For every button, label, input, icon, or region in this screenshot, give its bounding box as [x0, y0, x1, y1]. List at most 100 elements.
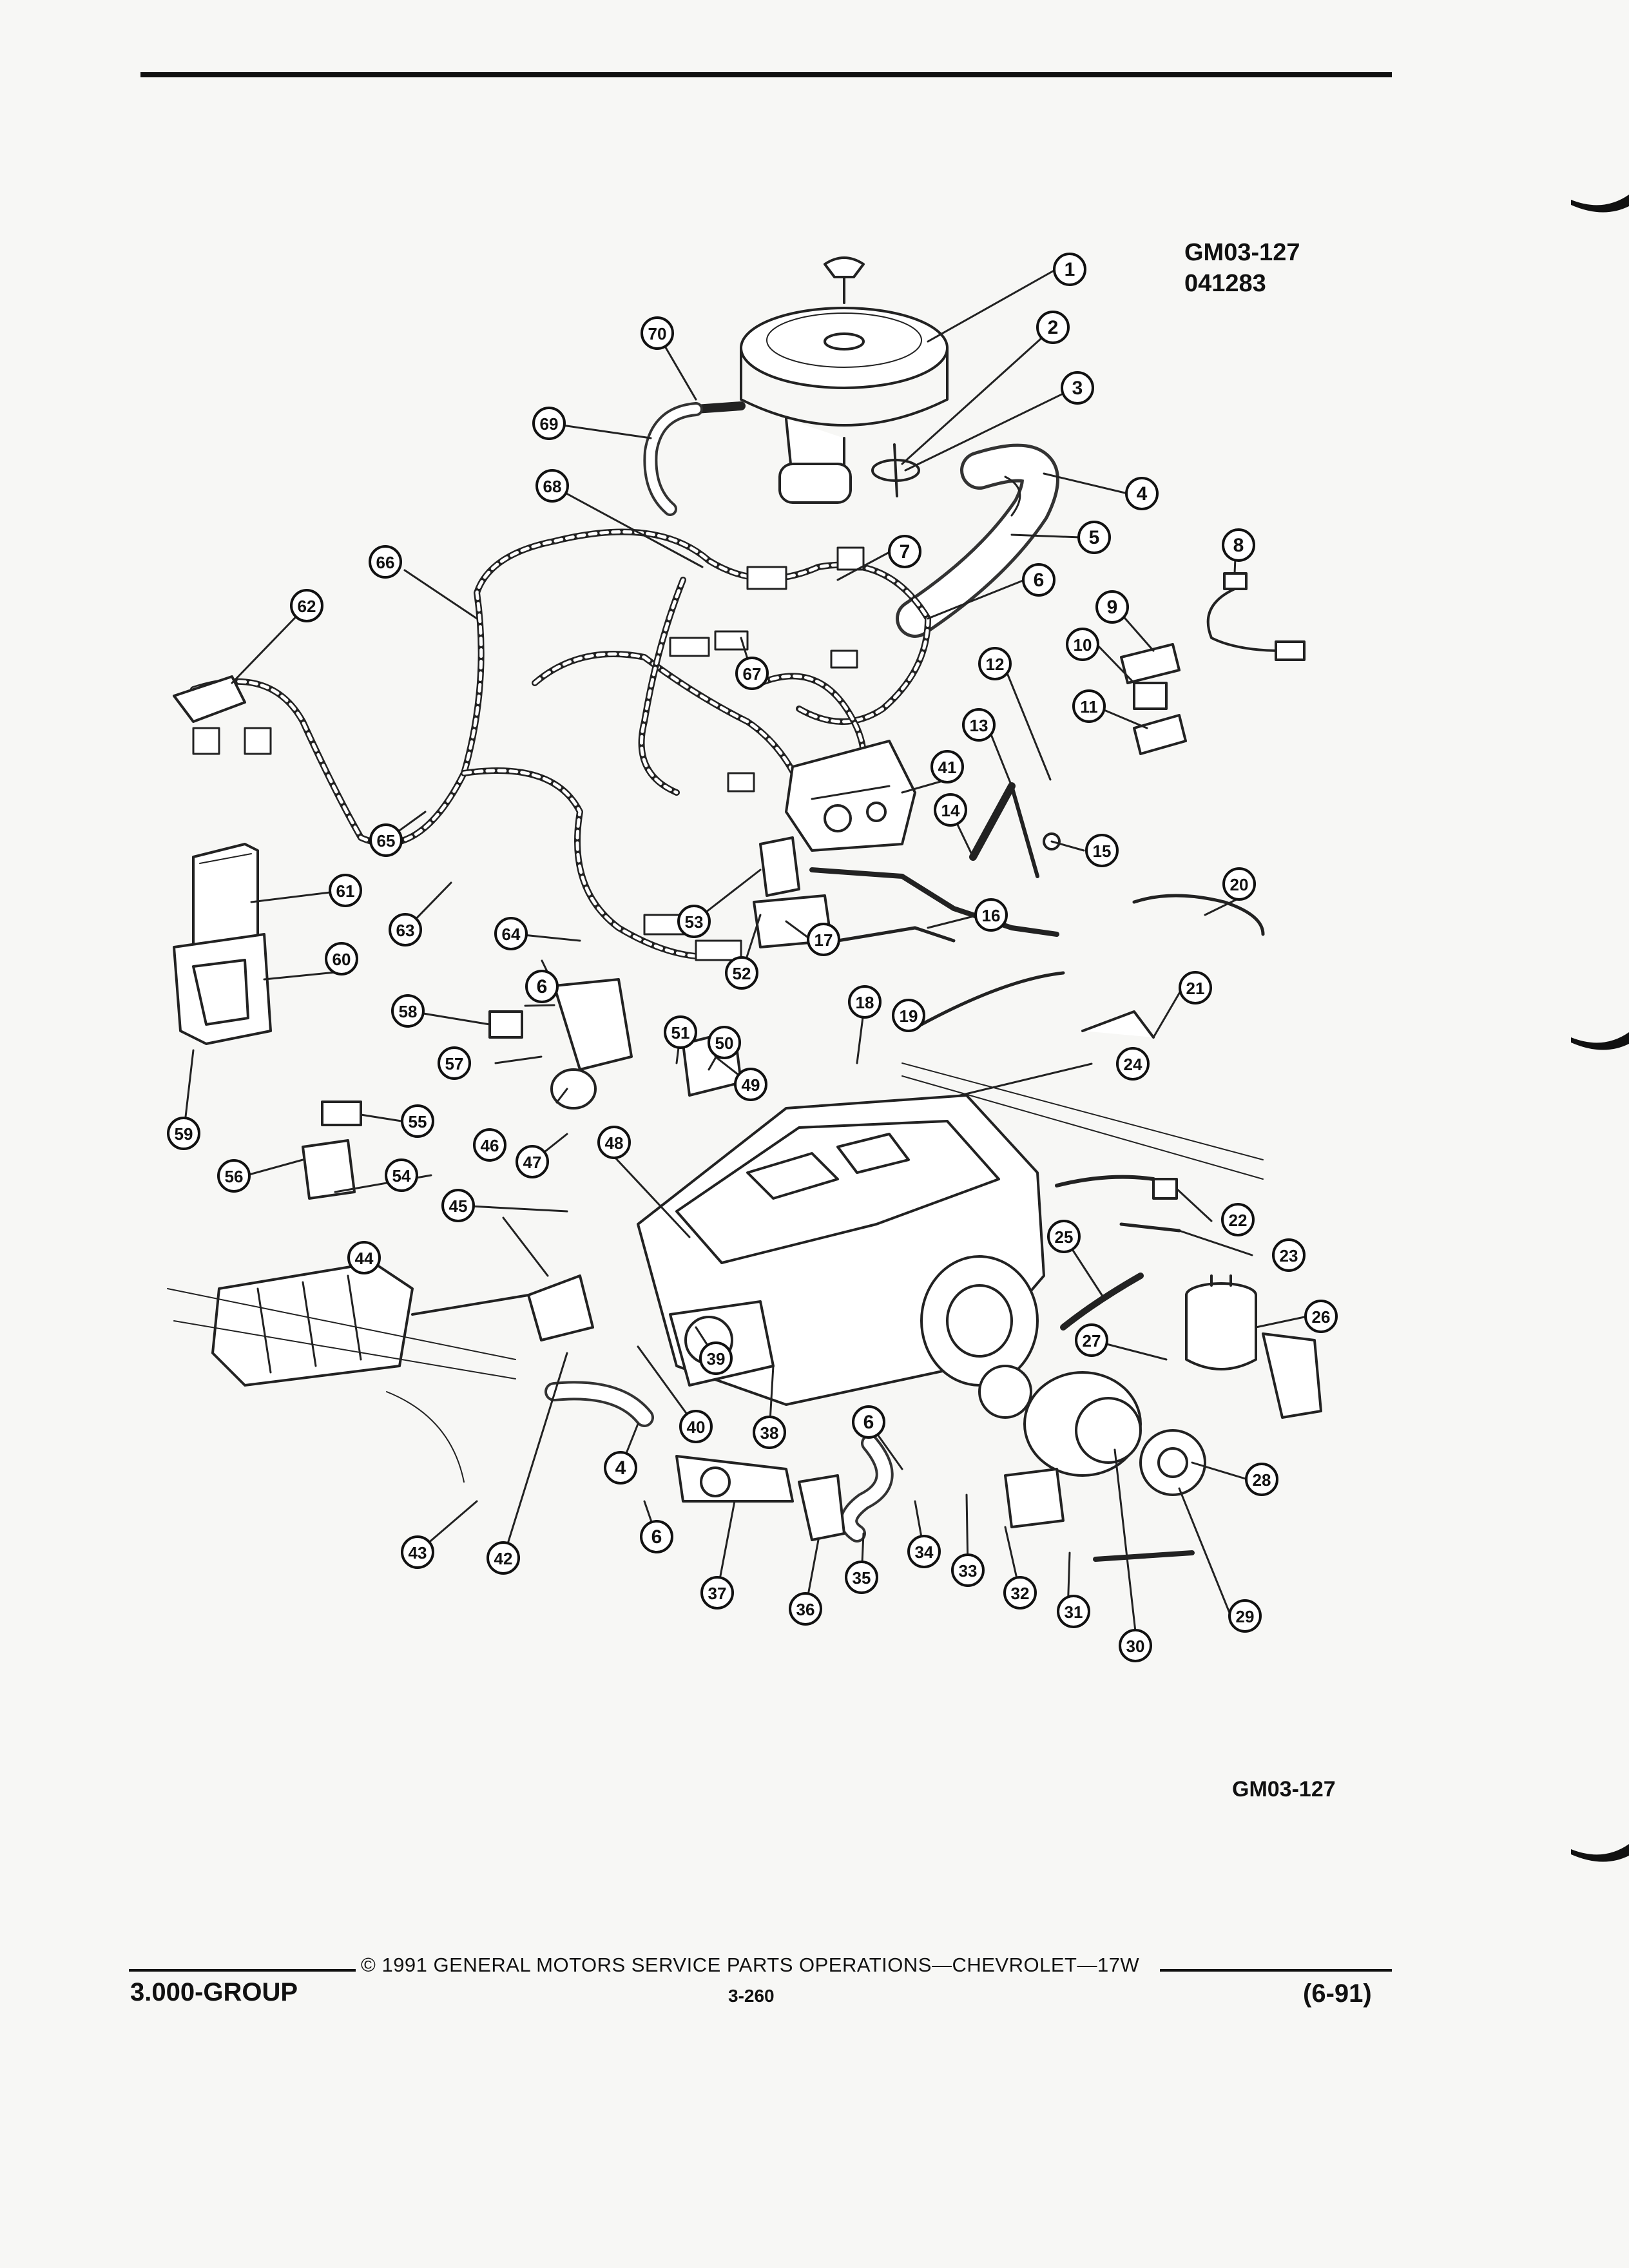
callout-6: 6 [852, 1405, 885, 1439]
callout-circle [789, 1592, 822, 1626]
callout-label: 37 [708, 1584, 727, 1603]
callout-59: 59 [167, 1117, 200, 1150]
callout-54: 54 [385, 1158, 418, 1192]
callout-65: 65 [369, 823, 403, 857]
callout-label: 35 [853, 1568, 871, 1588]
callout-circle [852, 1405, 885, 1439]
figure-code: GM03-127 [1184, 239, 1300, 266]
callout-70: 70 [641, 316, 674, 350]
callout-label: 43 [409, 1543, 427, 1562]
callout-48: 48 [597, 1126, 631, 1159]
callout-19: 19 [892, 999, 925, 1032]
callout-32: 32 [1003, 1576, 1037, 1610]
callout-circle [487, 1541, 520, 1575]
callout-label: 19 [900, 1006, 918, 1026]
callout-42: 42 [487, 1541, 520, 1575]
binder-mark-bottom [1571, 1843, 1629, 1869]
callout-label: 40 [687, 1418, 706, 1437]
callout-47: 47 [516, 1145, 549, 1178]
callout-label: 67 [743, 664, 762, 684]
callout-1: 1 [1053, 253, 1086, 286]
callout-circle [1003, 1576, 1037, 1610]
callout-label: 39 [707, 1349, 726, 1369]
callout-label: 9 [1107, 597, 1118, 618]
callout-label: 59 [175, 1124, 193, 1144]
callout-label: 15 [1093, 841, 1112, 861]
callout-circle [1053, 253, 1086, 286]
callout-38: 38 [753, 1416, 786, 1449]
callout-label: 8 [1233, 535, 1244, 556]
callout-circle [848, 985, 882, 1019]
callout-label: 27 [1083, 1331, 1101, 1350]
callout-3: 3 [1061, 371, 1094, 405]
callout-label: 63 [396, 921, 415, 940]
callout-circle [1077, 521, 1111, 554]
footer-date: (6-91) [1303, 1979, 1372, 2008]
callout-circle [1036, 311, 1070, 344]
callout-label: 23 [1280, 1246, 1298, 1265]
callout-56: 56 [217, 1159, 251, 1193]
callout-label: 7 [900, 541, 911, 562]
callout-circle [1075, 1323, 1108, 1357]
callout-circle [385, 1158, 418, 1192]
callout-circle [807, 923, 840, 956]
callout-circle [290, 589, 323, 622]
callout-circle [664, 1015, 697, 1049]
charcoal-canister [1185, 1274, 1322, 1419]
callout-40: 40 [679, 1410, 713, 1443]
callout-label: 64 [502, 925, 521, 944]
callout-label: 41 [938, 758, 957, 777]
callout-circle [892, 999, 925, 1032]
callout-label: 42 [494, 1549, 513, 1568]
callout-circle [535, 469, 569, 503]
callout-label: 26 [1312, 1307, 1331, 1327]
callout-label: 31 [1065, 1602, 1083, 1622]
alternator [1004, 1371, 1206, 1562]
callout-14: 14 [934, 793, 967, 827]
pcv-hose [643, 401, 746, 516]
callout-label: 56 [225, 1167, 244, 1186]
callout-26: 26 [1304, 1300, 1338, 1333]
callout-label: 2 [1048, 317, 1059, 338]
callout-circle [753, 1416, 786, 1449]
callout-circle [329, 874, 362, 907]
callout-30: 30 [1119, 1629, 1152, 1662]
callout-25: 25 [1047, 1220, 1081, 1253]
callout-label: 47 [523, 1153, 542, 1172]
callout-label: 28 [1253, 1470, 1271, 1490]
left-components [302, 978, 633, 1200]
callout-label: 61 [336, 881, 355, 901]
callout-69: 69 [532, 407, 566, 440]
callout-circle [1222, 528, 1255, 562]
callout-17: 17 [807, 923, 840, 956]
callout-6: 6 [1022, 563, 1055, 597]
callout-circle [888, 535, 921, 568]
callout-21: 21 [1179, 971, 1212, 1004]
callout-58: 58 [391, 994, 425, 1028]
sensor-lead [1206, 572, 1306, 661]
callout-circle [1116, 1047, 1150, 1081]
callout-circle [640, 1520, 673, 1553]
callout-4: 4 [1125, 477, 1159, 510]
callout-label: 38 [760, 1423, 779, 1443]
callout-label: 17 [815, 930, 833, 950]
callout-label: 33 [959, 1561, 978, 1581]
callout-label: 6 [1034, 570, 1045, 591]
callout-circle [734, 1068, 767, 1101]
callout-label: 58 [399, 1002, 418, 1021]
callout-36: 36 [789, 1592, 822, 1626]
callout-label: 13 [970, 716, 988, 735]
lower-hoses [545, 1381, 894, 1542]
callout-label: 46 [481, 1136, 499, 1155]
callout-circle [369, 823, 403, 857]
callout-label: 51 [671, 1023, 690, 1043]
callout-circle [1057, 1595, 1090, 1628]
callout-33: 33 [951, 1553, 985, 1587]
callout-50: 50 [708, 1026, 741, 1059]
carburetor [785, 740, 916, 852]
callout-11: 11 [1072, 689, 1106, 723]
callout-circle [708, 1026, 741, 1059]
callout-label: 70 [648, 324, 667, 343]
callout-circle [845, 1561, 878, 1594]
muffler-exhaust [211, 1262, 594, 1387]
